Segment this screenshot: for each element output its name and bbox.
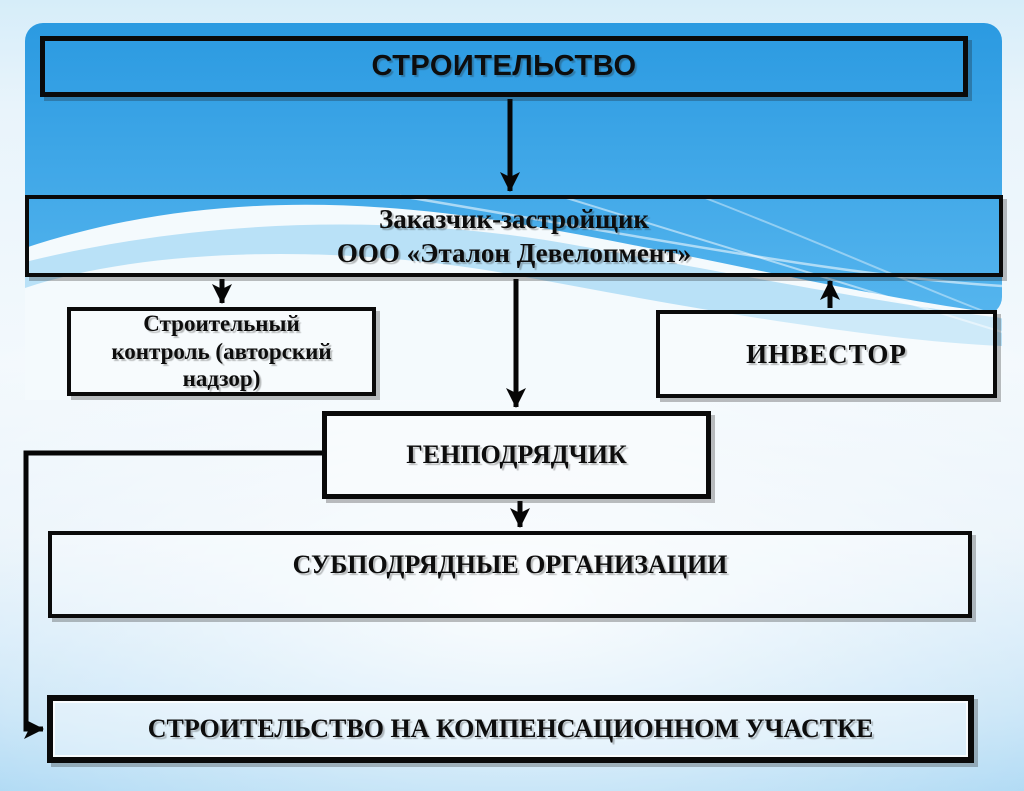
general-contractor-box: ГЕНПОДРЯДЧИК: [322, 411, 711, 499]
construction-control-box: Строительный контроль (авторский надзор): [67, 307, 376, 396]
investor-box: ИНВЕСТОР: [656, 310, 997, 398]
construction-control-line3: надзор): [182, 366, 261, 392]
wave-accent-line-1: [399, 194, 1003, 288]
edge-general-contractor-to-compensation: [23, 450, 324, 739]
general-contractor-label: ГЕНПОДРЯДЧИК: [406, 440, 627, 470]
wave-light-blue: [25, 224, 1002, 346]
compensation-site-label: СТРОИТЕЛЬСТВО НА КОМПЕНСАЦИОННОМ УЧАСТКЕ: [147, 714, 874, 744]
construction-control-line2: контроль (авторский: [111, 338, 332, 364]
construction-control-line1: Строительный: [143, 311, 300, 337]
construction-label: СТРОИТЕЛЬСТВО: [371, 49, 637, 82]
subcontractors-box: СУБПОДРЯДНЫЕ ОРГАНИЗАЦИИ: [48, 531, 972, 618]
wave-accent-line-3: [699, 195, 1003, 319]
customer-developer-line1: Заказчик-застройщик: [379, 203, 649, 234]
customer-developer-box: Заказчик-застройщик ООО «Эталон Девелопм…: [25, 195, 1003, 277]
customer-developer-line2: ООО «Эталон Девелопмент»: [336, 238, 692, 268]
compensation-site-box: СТРОИТЕЛЬСТВО НА КОМПЕНСАЦИОННОМ УЧАСТКЕ: [47, 695, 974, 763]
investor-label: ИНВЕСТОР: [746, 338, 907, 369]
construction-box: СТРОИТЕЛЬСТВО: [40, 36, 968, 97]
subcontractors-label: СУБПОДРЯДНЫЕ ОРГАНИЗАЦИИ: [292, 550, 728, 579]
